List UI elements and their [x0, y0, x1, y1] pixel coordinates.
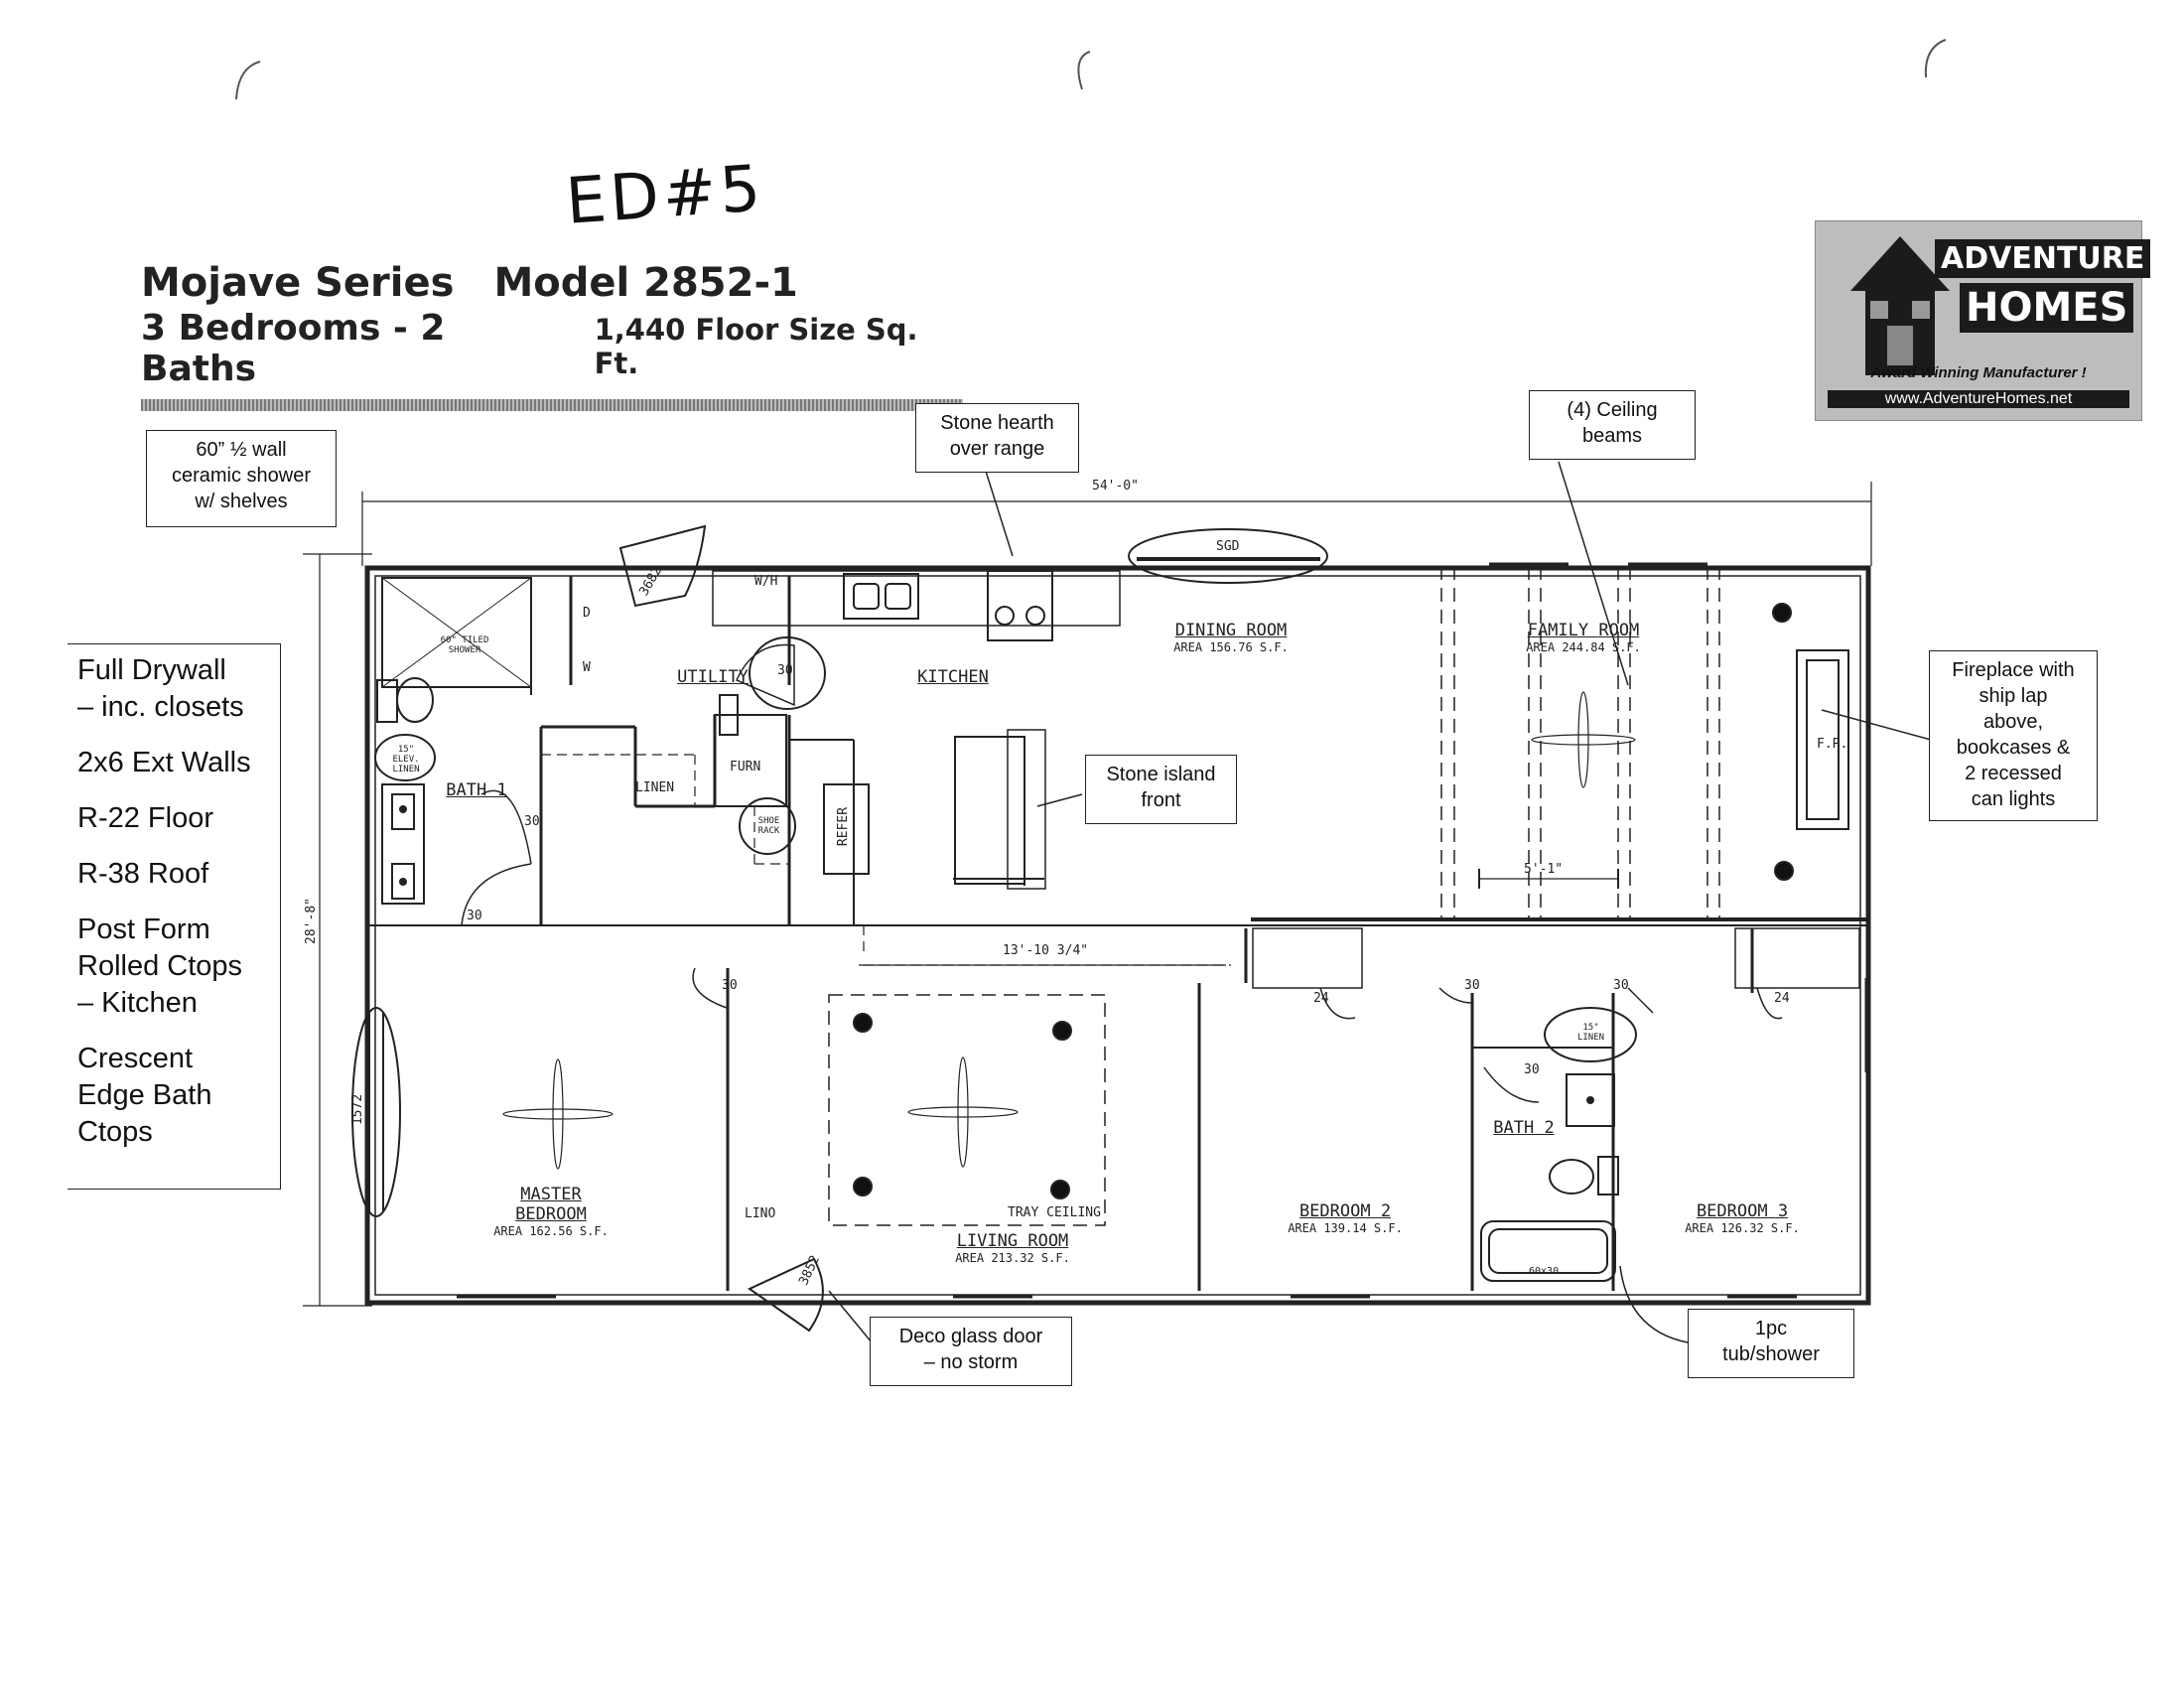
label-linen: LINEN — [635, 780, 675, 795]
room-utility: UTILITY — [677, 667, 749, 687]
beams-callout: (4) Ceiling beams — [1529, 390, 1696, 460]
room-master: MASTER BEDROOM — [515, 1185, 587, 1224]
label-dryer: D — [583, 606, 591, 621]
area-bedroom3: AREA 126.32 S.F. — [1685, 1221, 1800, 1235]
handwritten-label: ED#5 — [563, 152, 767, 239]
room-kitchen: KITCHEN — [917, 667, 989, 687]
area-master: AREA 162.56 S.F. — [493, 1224, 609, 1238]
label-tray-ceiling: TRAY CEILING — [1008, 1205, 1101, 1220]
hearth-callout: Stone hearth over range — [915, 403, 1079, 473]
area-dining: AREA 156.76 S.F. — [1173, 640, 1289, 654]
label-linen-15: 15" LINEN — [1576, 1023, 1605, 1043]
fireplace-callout: Fireplace with ship lap above, bookcases… — [1929, 650, 2098, 821]
spec-roof: R-38 Roof — [77, 858, 209, 890]
island-callout: Stone island front — [1085, 755, 1237, 824]
label-door-24-bed2: 24 — [1313, 991, 1329, 1006]
room-bath1: BATH 1 — [446, 780, 507, 800]
label-fireplace: F.P. — [1817, 737, 1848, 752]
label-door-30-bath2: 30 — [1464, 978, 1480, 993]
label-furnace: FURN — [730, 760, 761, 774]
spec-drywall: Full Drywall – inc. closets — [77, 654, 244, 723]
width-dimension: 28'-8" — [303, 898, 319, 944]
adventure-homes-logo: ADVENTURE HOMES Award Winning Manufactur… — [1815, 220, 2151, 421]
label-door-30-bed3: 30 — [1613, 978, 1629, 993]
family-span-dimension: 5'-1" — [1524, 862, 1564, 877]
label-door-30-master: 30 — [722, 978, 738, 993]
label-washer: W — [583, 660, 591, 675]
label-door-30-bath1b: 30 — [467, 909, 482, 923]
room-dining: DINING ROOM — [1174, 621, 1288, 640]
logo-line2: HOMES — [1960, 283, 2134, 333]
label-window-1572: 1572 — [350, 1093, 366, 1126]
title-underline — [141, 399, 963, 411]
room-living: LIVING ROOM — [956, 1231, 1069, 1251]
shower-callout: 60” ½ wall ceramic shower w/ shelves — [146, 430, 337, 527]
label-refrigerator: REFER — [836, 806, 852, 847]
logo-website: www.AdventureHomes.net — [1828, 390, 2129, 408]
label-door-30-bath1: 30 — [524, 814, 540, 829]
label-door-30-utility: 30 — [777, 663, 793, 678]
spec-ext-walls: 2x6 Ext Walls — [77, 747, 251, 778]
label-door-30-bath2b: 30 — [1524, 1062, 1540, 1077]
specs-list: Full Drywall – inc. closets 2x6 Ext Wall… — [68, 643, 281, 1190]
label-linen2: LINO — [745, 1206, 776, 1221]
logo-line1: ADVENTURE — [1935, 239, 2151, 278]
floor-size: 1,440 Floor Size Sq. Ft. — [594, 313, 918, 380]
area-bedroom2: AREA 139.14 S.F. — [1288, 1221, 1403, 1235]
house-icon — [1850, 236, 1950, 375]
room-bedroom2: BEDROOM 2 — [1298, 1201, 1392, 1221]
label-water-heater: W/H — [754, 574, 778, 589]
rooms-summary: 3 Bedrooms - 2 Baths — [141, 308, 446, 389]
exterior-wall — [364, 565, 1871, 1306]
spec-kitchen-ctops: Post Form Rolled Ctops – Kitchen — [77, 914, 243, 1019]
spec-bath-ctops: Crescent Edge Bath Ctops — [77, 1043, 212, 1148]
area-family: AREA 244.84 S.F. — [1526, 640, 1641, 654]
label-shoe-rack: SHOE RACK — [757, 816, 780, 836]
door-callout: Deco glass door – no storm — [870, 1317, 1072, 1386]
area-living: AREA 213.32 S.F. — [955, 1251, 1070, 1265]
sgd-highlight — [1128, 528, 1328, 584]
logo-tagline: Award Winning Manufacturer ! — [1870, 364, 2087, 381]
length-dimension: 54'-0" — [1092, 479, 1139, 493]
spec-floor: R-22 Floor — [77, 802, 213, 834]
room-bath2: BATH 2 — [1493, 1118, 1555, 1138]
label-sgd: SGD — [1216, 539, 1240, 554]
label-tiled-shower: 60" TILED SHOWER — [440, 635, 489, 655]
tub-callout: 1pc tub/shower — [1688, 1309, 1854, 1378]
series-name: Mojave Series — [141, 260, 455, 306]
hall-dimension: 13'-10 3/4" — [1003, 943, 1089, 958]
label-tub-size: 60x30 — [1529, 1266, 1560, 1277]
label-door-24-bed3: 24 — [1774, 991, 1790, 1006]
label-elev-linen: 15" ELEV. LINEN — [392, 745, 420, 774]
title-block: Mojave Series Model 2852-1 3 Bedrooms - … — [141, 260, 965, 411]
room-bedroom3: BEDROOM 3 — [1696, 1201, 1789, 1221]
model-number: Model 2852-1 — [493, 260, 798, 306]
room-family: FAMILY ROOM — [1527, 621, 1640, 640]
